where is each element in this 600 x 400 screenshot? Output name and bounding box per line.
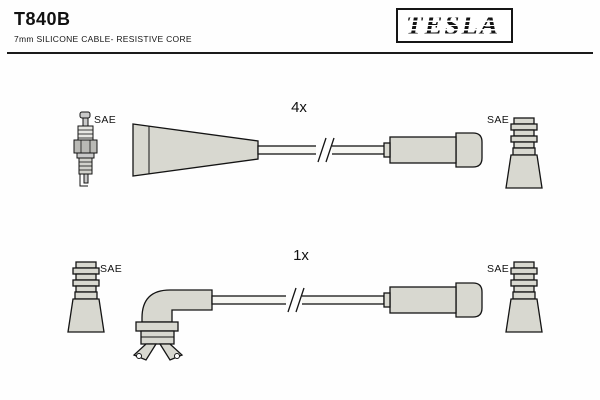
boot-body — [389, 136, 457, 164]
sae-label-row1-right: SAE — [487, 114, 509, 126]
quantity-label-row1: 4x — [291, 99, 307, 116]
boot-cap — [455, 132, 483, 168]
sae-terminal-icon — [505, 117, 543, 189]
tesla-logo: TESLA — [396, 8, 513, 43]
boot-step — [383, 292, 391, 308]
sae-label-row1-left: SAE — [94, 114, 116, 126]
angled-boot — [141, 289, 213, 323]
header-divider — [7, 52, 593, 54]
quantity-label-row2: 1x — [293, 247, 309, 264]
bracket-left-hole — [136, 353, 142, 359]
boot-skirt — [135, 321, 179, 332]
sae-terminal-icon — [505, 261, 543, 333]
cable-row-1: 4x SAE SAE — [73, 99, 543, 189]
angled-boot-with-bracket — [132, 289, 213, 361]
boot-cap — [455, 282, 483, 318]
part-number: T840B — [14, 9, 71, 29]
cable-break-mark — [286, 287, 305, 313]
bracket-right-hole — [174, 353, 180, 359]
ignition-cable-row2 — [211, 282, 483, 318]
ignition-cable-row1 — [132, 123, 483, 177]
cable-break-mark — [316, 137, 335, 163]
boot-step — [383, 142, 391, 158]
cable-kit-diagram: 4x SAE SAE — [67, 99, 543, 361]
boot-body — [389, 286, 457, 314]
sae-terminal-icon — [67, 261, 105, 333]
sae-label-row2-right: SAE — [487, 263, 509, 275]
cable-description: 7mm SILICONE CABLE- RESISTIVE CORE — [14, 34, 192, 44]
cable-row-2: 1x SAE SAE — [67, 247, 543, 361]
spark-plug-icon — [73, 111, 98, 187]
tesla-logo-text: TESLA — [405, 10, 501, 40]
straight-tapered-boot — [132, 123, 259, 177]
sae-label-row2-left: SAE — [100, 263, 122, 275]
